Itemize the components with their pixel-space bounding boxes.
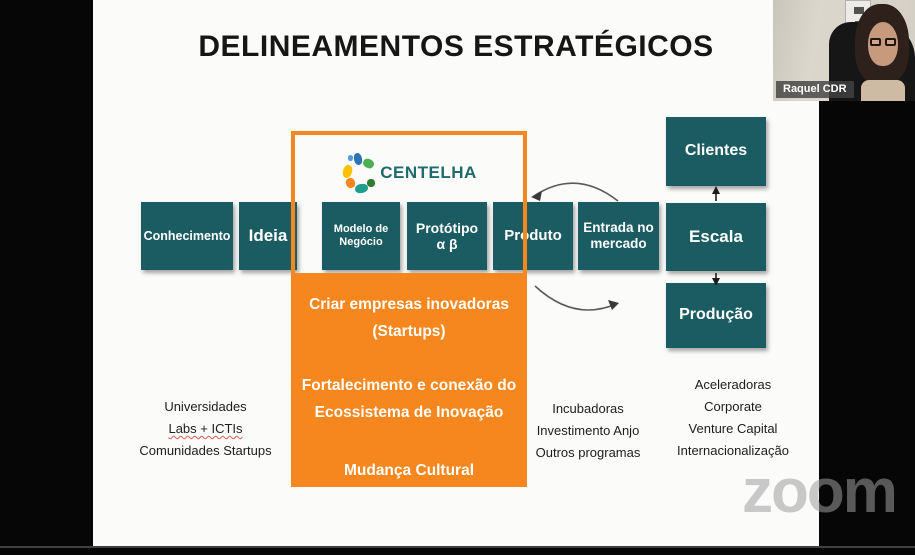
scale-box-label: Escala (689, 227, 743, 247)
annotation-support-programs: Incubadoras Investimento Anjo Outros pro… (513, 398, 663, 464)
participant-name-label: Raquel CDR (776, 81, 854, 98)
scale-box-label: Produção (679, 306, 753, 324)
stage-box-produto: Produto (493, 202, 573, 270)
stage-box-label: Ideia (248, 226, 288, 246)
scale-box-escala: Escala (666, 203, 766, 271)
annotation-line: Outros programas (535, 445, 641, 460)
slide-bottom-divider (0, 546, 915, 548)
annotation-line: Investimento Anjo (536, 423, 640, 438)
stage-box-ideia: Ideia (239, 202, 297, 270)
goal-item: Criar empresas inovadoras (Startups) (309, 296, 509, 340)
annotation-line: Aceleradoras (694, 377, 772, 392)
participant-torso (861, 80, 905, 101)
stage-box-label: Produto (504, 227, 562, 245)
stage-box-label: α β (436, 236, 458, 252)
shared-slide: DELINEAMENTOS ESTRATÉGICOS Conhecimento … (93, 0, 819, 548)
annotation-line: Comunidades Startups (139, 443, 272, 458)
stage-box-label: Protótipo (415, 219, 479, 236)
annotation-line: Universidades (164, 399, 247, 414)
stage-box-conhecimento: Conhecimento (141, 202, 233, 270)
goals-box: Criar empresas inovadoras (Startups) For… (291, 277, 527, 487)
annotation-line: Venture Capital (688, 421, 778, 436)
stage-box-prototipo: Protótipo α β (407, 202, 487, 270)
participant-video[interactable]: Raquel CDR (773, 0, 915, 101)
stage-box-entrada-mercado: Entrada no mercado (578, 202, 659, 270)
participant-glasses (869, 38, 898, 47)
annotation-line: Internacionalização (676, 443, 790, 458)
loop-arc-bottom (534, 285, 617, 311)
page-title: DELINEAMENTOS ESTRATÉGICOS (198, 30, 714, 63)
annotation-line: Corporate (704, 399, 762, 414)
stage-box-label: mercado (590, 236, 647, 251)
loop-arrowhead-right (608, 300, 619, 310)
stage-box-label: Conhecimento (143, 228, 231, 243)
stage-box-label: Modelo de (333, 223, 389, 236)
centelha-logo-text: CENTELHA (380, 163, 477, 182)
annotation-line: Incubadoras (552, 401, 624, 416)
arrowhead-up (712, 186, 720, 194)
centelha-logo: CENTELHA (295, 152, 523, 195)
scale-box-label: Clientes (684, 142, 748, 160)
annotation-knowledge-sources: Universidades Labs + ICTIs Comunidades S… (113, 396, 298, 462)
scale-box-producao: Produção (666, 283, 766, 348)
scale-box-clientes: Clientes (666, 117, 766, 186)
loop-arc-top (533, 182, 619, 202)
stage-box-modelo-negocio: Modelo de Negócio (322, 202, 400, 270)
stage-box-label: Negócio (339, 236, 383, 248)
centelha-spark-icon (341, 152, 376, 195)
centelha-frame: CENTELHA (291, 131, 527, 277)
loop-arrowhead-left (531, 191, 542, 201)
stage-box-label: Entrada no (583, 220, 654, 236)
goal-item: Mudança Cultural (343, 462, 475, 479)
annotation-growth-actors: Aceleradoras Corporate Venture Capital I… (648, 374, 818, 462)
annotation-line: Labs + ICTIs (168, 421, 243, 436)
goal-item: Fortalecimento e conexão do Ecossistema … (301, 377, 517, 421)
